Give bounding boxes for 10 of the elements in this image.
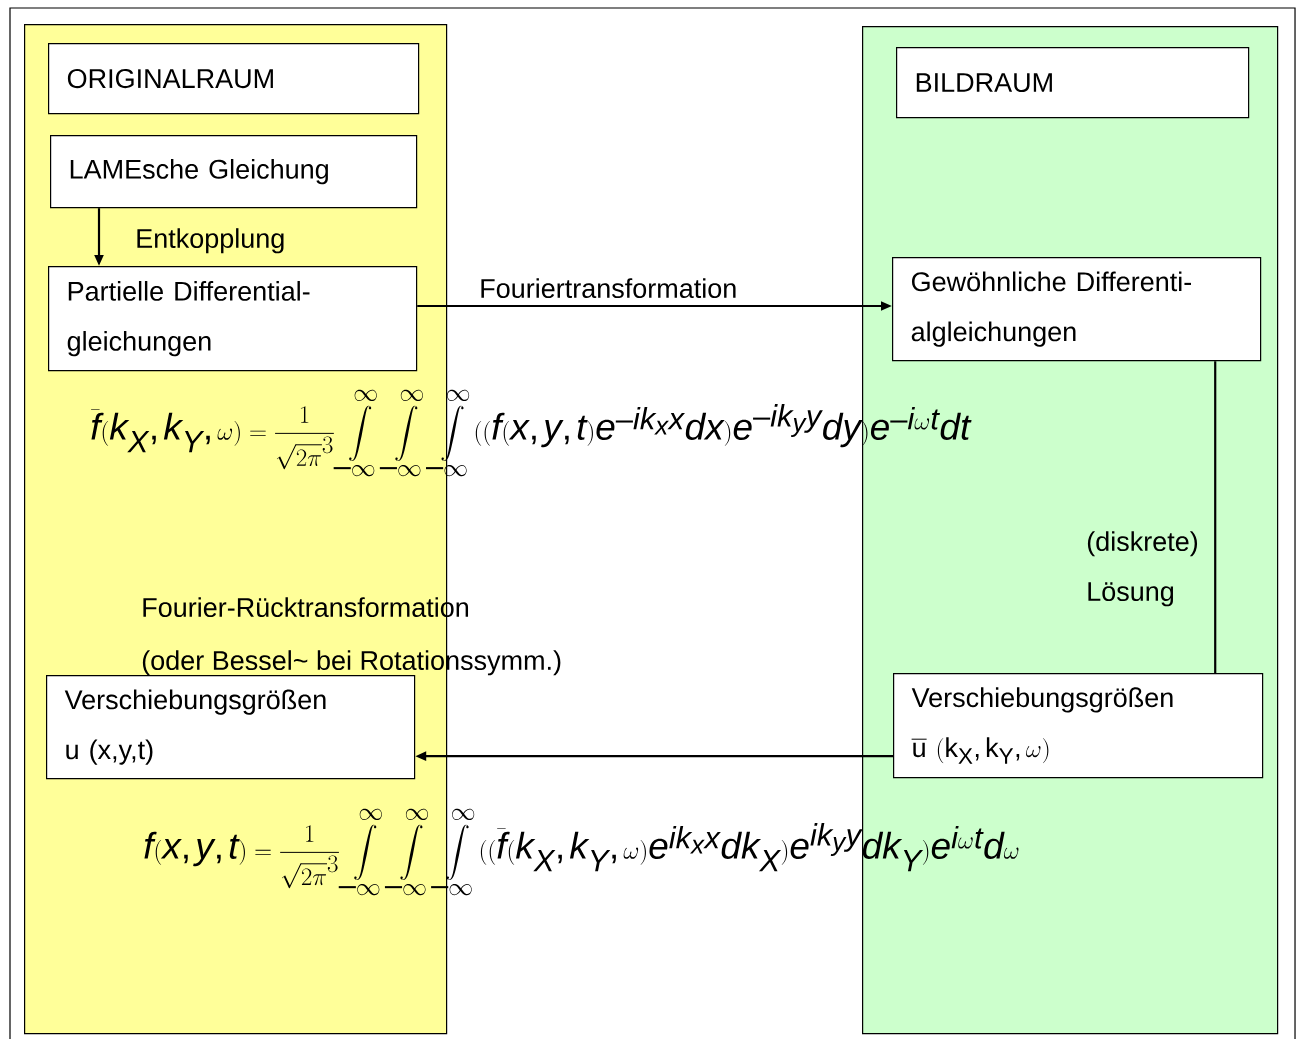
process-box: BILDRAUM — [896, 47, 1250, 119]
process-box: ORIGINALRAUM — [48, 43, 420, 115]
process-box: Partielle Differential- gleichungen — [48, 266, 418, 372]
edge-label: Fouriertransformation — [478, 277, 739, 300]
process-box: Verschiebungsgrößen $\overline{\mathrm{u}}\ (\mathrm{k}_{\mathrm{X}},\mathrm{k}_{\mathrm{Y}},\omega)$ — [893, 673, 1264, 779]
process-box: Verschiebungsgrößen u (x,y,t) — [46, 675, 416, 780]
edge-label: (diskrete) Lösung — [1085, 530, 1210, 608]
edge-label: Entkopplung — [134, 227, 287, 255]
process-box: LAMEsche Gleichung — [50, 135, 418, 209]
process-box: Gewöhnliche Differenti- algleichungen — [892, 257, 1262, 362]
